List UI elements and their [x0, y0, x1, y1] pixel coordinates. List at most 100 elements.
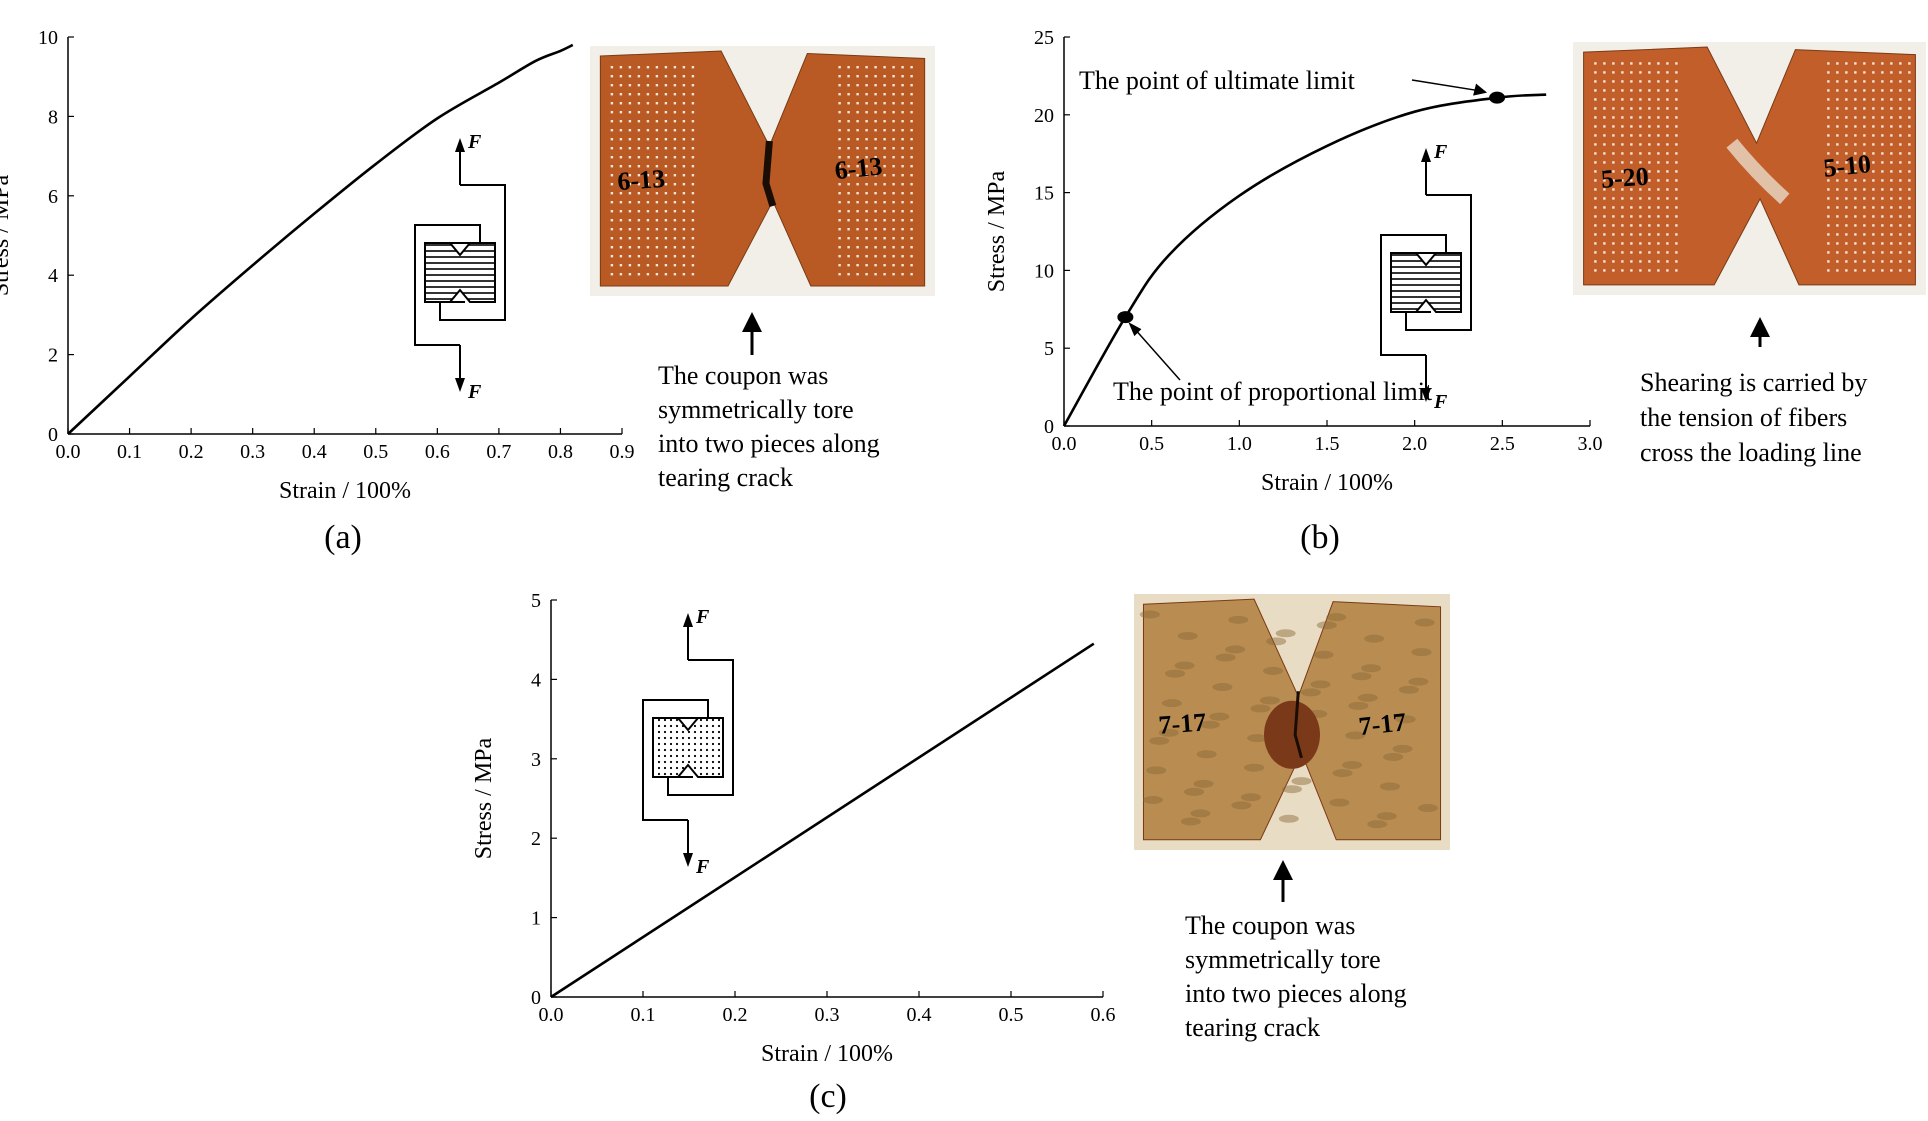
texture-dot	[1648, 89, 1651, 92]
texture-dot	[664, 246, 668, 249]
texture-dot	[664, 111, 668, 114]
texture-dot	[655, 246, 659, 249]
texture-fleck	[1193, 779, 1214, 788]
texture-dot	[1612, 233, 1615, 236]
texture-dot	[619, 120, 623, 123]
texture-dot	[838, 129, 841, 132]
annotation-arrowhead	[1128, 322, 1142, 337]
texture-dot	[1881, 161, 1884, 164]
texture-dot	[655, 156, 659, 159]
texture-dot	[892, 165, 895, 168]
texture-dot	[1854, 197, 1857, 200]
texture-dot	[1612, 80, 1615, 83]
texture-dot	[646, 210, 650, 213]
texture-dot	[1890, 98, 1893, 101]
y-axis-label: Stress / MPa	[0, 174, 14, 296]
texture-dot	[1657, 206, 1660, 209]
texture-fleck	[1357, 693, 1378, 702]
texture-fleck	[1240, 793, 1261, 802]
texture-dot	[1603, 188, 1606, 191]
texture-dot	[1603, 269, 1606, 272]
texture-dot	[1612, 62, 1615, 65]
texture-dot	[682, 156, 686, 159]
texture-dot	[610, 156, 614, 159]
texture-dot	[1827, 197, 1830, 200]
texture-dot	[1872, 98, 1875, 101]
texture-dot	[1648, 152, 1651, 155]
texture-dot	[628, 147, 632, 150]
texture-fleck	[1417, 804, 1438, 813]
texture-dot	[1666, 233, 1669, 236]
texture-dot	[1648, 251, 1651, 254]
texture-dot	[1630, 152, 1633, 155]
texture-dot	[1827, 269, 1830, 272]
texture-dot	[1630, 143, 1633, 146]
texture-dot	[1648, 206, 1651, 209]
texture-dot	[1836, 98, 1839, 101]
texture-dot	[1657, 161, 1660, 164]
annotation-line: Shearing is carried by	[1640, 368, 1867, 397]
texture-dot	[1890, 89, 1893, 92]
texture-dot	[637, 174, 641, 177]
texture-dot	[1908, 170, 1911, 173]
texture-dot	[673, 246, 677, 249]
texture-dot	[1594, 80, 1597, 83]
texture-dot	[655, 129, 659, 132]
texture-dot	[883, 129, 886, 132]
texture-dot	[1639, 215, 1642, 218]
texture-dot	[1603, 161, 1606, 164]
texture-dot	[673, 273, 677, 276]
texture-dot	[856, 228, 859, 231]
data-point	[1489, 91, 1506, 104]
texture-dot	[1854, 125, 1857, 128]
y-tick-label: 0	[531, 987, 541, 1009]
texture-dot	[901, 210, 904, 213]
texture-dot	[673, 165, 677, 168]
x-tick-label: 0.1	[117, 441, 142, 463]
texture-dot	[1666, 260, 1669, 263]
texture-dot	[901, 174, 904, 177]
texture-dot	[1890, 116, 1893, 119]
texture-dot	[637, 138, 641, 141]
texture-dot	[1845, 143, 1848, 146]
texture-dot	[1836, 242, 1839, 245]
texture-dot	[1863, 197, 1866, 200]
x-tick-label: 0.2	[723, 1004, 748, 1026]
texture-dot	[655, 84, 659, 87]
texture-dot	[901, 255, 904, 258]
texture-dot	[1836, 116, 1839, 119]
texture-dot	[664, 165, 668, 168]
y-tick-label: 25	[1034, 27, 1054, 49]
texture-dot	[1854, 62, 1857, 65]
series-line	[550, 642, 1095, 999]
x-axis-label: Strain / 100%	[761, 1041, 893, 1067]
texture-dot	[1612, 125, 1615, 128]
texture-dot	[664, 201, 668, 204]
texture-dot	[1899, 89, 1902, 92]
texture-dot	[646, 255, 650, 258]
annotation-arrowhead	[1473, 83, 1488, 96]
texture-dot	[655, 93, 659, 96]
texture-fleck	[1278, 814, 1299, 823]
texture-dot	[910, 138, 913, 141]
texture-dot	[646, 273, 650, 276]
texture-dot	[655, 210, 659, 213]
x-tick-label: 0.5	[1139, 433, 1164, 455]
texture-dot	[691, 174, 695, 177]
texture-dot	[682, 228, 686, 231]
texture-dot	[910, 192, 913, 195]
texture-dot	[1890, 152, 1893, 155]
texture-dot	[1836, 206, 1839, 209]
texture-dot	[628, 102, 632, 105]
y-tick-label: 8	[48, 106, 58, 128]
texture-dot	[856, 165, 859, 168]
texture-dot	[1827, 89, 1830, 92]
texture-dot	[910, 102, 913, 105]
texture-dot	[865, 183, 868, 186]
texture-dot	[847, 129, 850, 132]
texture-dot	[628, 237, 632, 240]
texture-dot	[682, 246, 686, 249]
texture-dot	[610, 255, 614, 258]
texture-dot	[1827, 161, 1830, 164]
annotation-line: The coupon was	[658, 361, 828, 390]
